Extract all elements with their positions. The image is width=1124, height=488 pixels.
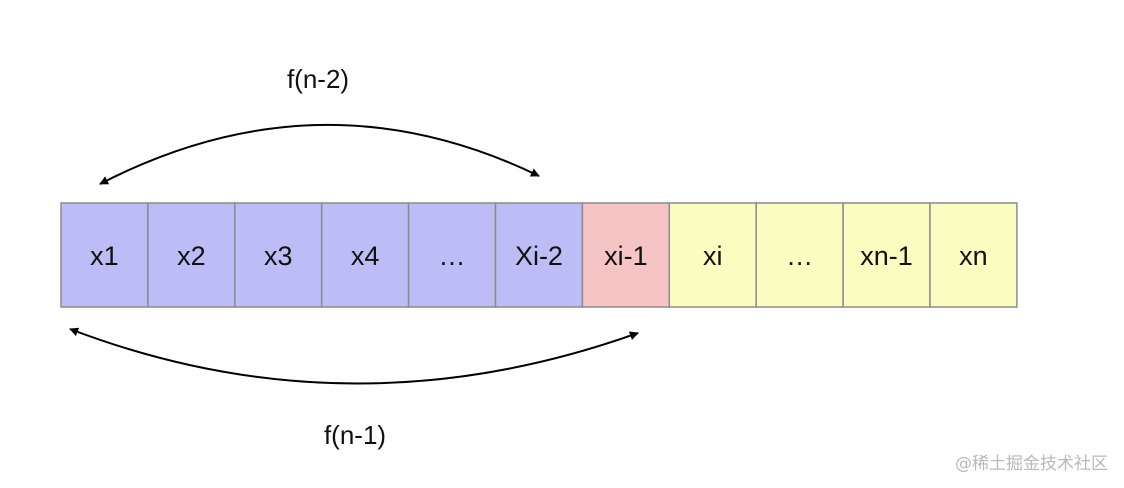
array-cell: x2 [147, 202, 236, 308]
array-cell-box [755, 202, 844, 308]
array-cell-box [494, 202, 584, 308]
array-cell-label: … [439, 241, 466, 271]
array-cell-box [581, 202, 671, 308]
array-cell-label: xn [959, 241, 988, 271]
array-cell-label: Xi-2 [515, 241, 563, 271]
array-cell: xi-1 [581, 202, 671, 308]
bottom-arc-label: f(n-1) [324, 420, 386, 450]
array-cell-box [234, 202, 323, 308]
array-cell-box [147, 202, 236, 308]
array-cell-box [60, 202, 149, 308]
array-cell-box [668, 202, 757, 308]
top-arc-f-n-2 [99, 124, 540, 185]
top-arc-label: f(n-2) [287, 64, 349, 94]
array-cells: x1 x2 x3 x4 … Xi-2 xi-1 xi … xn-1 xn [60, 202, 1018, 308]
watermark: @稀土掘金技术社区 [955, 454, 1108, 474]
array-cell-label: x1 [90, 241, 119, 271]
array-cell: … [407, 202, 497, 308]
array-cell: xn-1 [842, 202, 931, 308]
array-cell-box [842, 202, 931, 308]
array-cell-box [407, 202, 497, 308]
array-cell-label: x2 [177, 241, 206, 271]
array-cell-label: x4 [351, 241, 380, 271]
array-cell-box [929, 202, 1018, 308]
array-cell: x1 [60, 202, 149, 308]
array-cell-label: xi-1 [604, 241, 648, 271]
array-cell-label: xn-1 [860, 241, 913, 271]
array-cell-box [320, 202, 410, 308]
array-cell: xn [929, 202, 1018, 308]
bottom-arc-f-n-1 [69, 327, 639, 385]
array-cell-label: … [786, 241, 813, 271]
array-cell: x4 [320, 202, 410, 308]
array-cell-label: x3 [264, 241, 293, 271]
array-cell: x3 [234, 202, 323, 308]
array-cell: Xi-2 [494, 202, 584, 308]
array-cell: … [755, 202, 844, 308]
array-cell-label: xi [703, 241, 723, 271]
array-cell: xi [668, 202, 757, 308]
